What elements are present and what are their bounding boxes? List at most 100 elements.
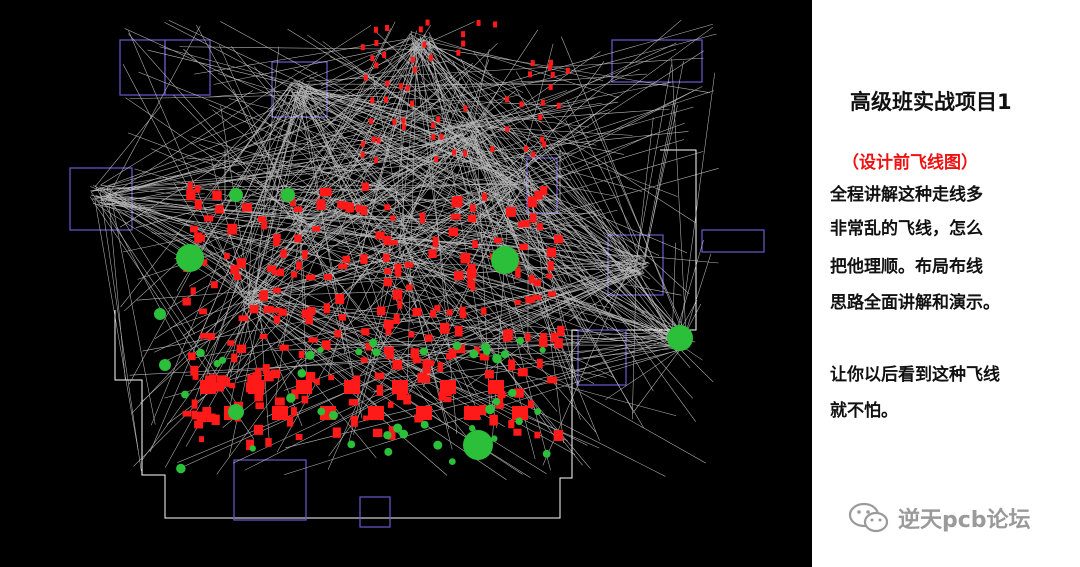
smd-pad <box>198 436 204 443</box>
through-hole-pad <box>249 445 256 452</box>
pcb-ratsnest-canvas[interactable] <box>0 0 812 567</box>
smd-pad <box>230 265 239 275</box>
smd-pad <box>335 294 345 304</box>
smd-pad <box>517 368 528 377</box>
smd-pad <box>223 377 230 387</box>
smd-pad <box>236 344 247 354</box>
smd-pad <box>368 406 384 420</box>
smd-pad <box>273 287 282 294</box>
smd-pad <box>525 333 531 342</box>
smd-pad <box>394 263 402 274</box>
smd-pad <box>204 215 214 222</box>
smd-pad <box>273 315 281 324</box>
smd-pad <box>540 136 545 143</box>
ratsnest-line <box>192 36 422 377</box>
through-hole-pad <box>420 420 429 429</box>
ratsnest-line <box>248 207 253 308</box>
smd-pad <box>524 145 529 152</box>
smd-pad <box>278 308 287 316</box>
smd-pad <box>360 206 368 216</box>
smd-pad <box>448 348 457 358</box>
smd-pad <box>488 380 504 394</box>
smd-pad <box>301 309 308 319</box>
through-hole-pad <box>399 429 409 439</box>
smd-pad <box>463 150 468 157</box>
ratsnest-line <box>405 168 719 257</box>
ratsnest-line <box>120 87 292 308</box>
ratsnest-line <box>103 203 284 226</box>
smd-pad <box>440 380 456 394</box>
smd-pad <box>229 382 236 389</box>
smd-pad <box>467 277 474 288</box>
smd-pad <box>345 203 354 213</box>
ratsnest-line <box>91 102 396 192</box>
paragraph-line: 把他理顺。布局布线 <box>830 257 983 277</box>
smd-pad <box>273 307 283 313</box>
smd-pad <box>386 352 394 360</box>
ratsnest-line <box>432 272 641 350</box>
smd-pad <box>191 410 198 420</box>
component-outline <box>233 459 307 521</box>
smd-pad <box>383 96 388 103</box>
smd-pad <box>215 204 224 214</box>
smd-pad <box>334 329 342 338</box>
smd-pad <box>436 116 441 123</box>
smd-pad <box>191 399 198 409</box>
ratsnest-line <box>525 86 703 175</box>
ratsnest-line <box>109 188 156 425</box>
smd-pad <box>199 333 210 339</box>
ratsnest-line <box>102 76 453 198</box>
ratsnest-line <box>168 132 476 309</box>
smd-pad <box>361 328 370 336</box>
ratsnest-line <box>429 47 567 282</box>
ratsnest-line <box>94 185 194 372</box>
smd-pad <box>454 271 464 281</box>
smd-pad <box>390 215 396 221</box>
smd-pad <box>406 284 413 291</box>
ratsnest-line <box>258 122 476 157</box>
smd-pad <box>277 268 284 277</box>
smd-pad <box>514 299 521 305</box>
ratsnest-line <box>296 71 318 83</box>
ratsnest-line <box>243 299 696 343</box>
through-hole-pad <box>181 390 189 399</box>
smd-pad <box>565 67 570 74</box>
ratsnest-line <box>228 98 526 172</box>
smd-pad <box>512 406 528 420</box>
smd-pad <box>227 223 238 235</box>
ratsnest-line <box>222 189 514 428</box>
ratsnest-line <box>246 92 294 246</box>
smd-pad <box>267 265 277 272</box>
ratsnest-line <box>306 57 704 82</box>
smd-pad <box>528 71 533 78</box>
smd-pad <box>481 193 488 201</box>
smd-pad <box>388 426 396 433</box>
smd-pad <box>530 60 535 67</box>
smd-pad <box>374 62 379 69</box>
ratsnest-line <box>104 25 201 203</box>
through-hole-pad <box>355 348 363 356</box>
ratsnest-line <box>239 88 303 205</box>
smd-pad <box>216 375 227 384</box>
ratsnest-line <box>92 203 361 267</box>
smd-pad <box>439 322 450 334</box>
smd-pad <box>306 307 316 316</box>
smd-pad <box>214 383 224 392</box>
ratsnest-line <box>685 253 712 333</box>
ratsnest-line <box>556 143 671 334</box>
through-hole-pad <box>176 244 204 272</box>
smd-pad <box>291 389 299 400</box>
ratsnest-line <box>631 272 637 420</box>
smd-pad <box>513 428 522 436</box>
ratsnest-line <box>336 263 647 281</box>
ratsnest-line <box>632 338 689 414</box>
ratsnest-line <box>186 157 512 183</box>
ratsnest-line <box>410 31 619 98</box>
ratsnest-line <box>460 48 677 135</box>
through-hole-pad <box>369 338 378 348</box>
ratsnest-line <box>529 180 609 330</box>
smd-pad <box>348 399 359 406</box>
smd-pad <box>376 384 384 396</box>
ratsnest-line <box>320 35 414 87</box>
smd-pad <box>182 410 192 417</box>
